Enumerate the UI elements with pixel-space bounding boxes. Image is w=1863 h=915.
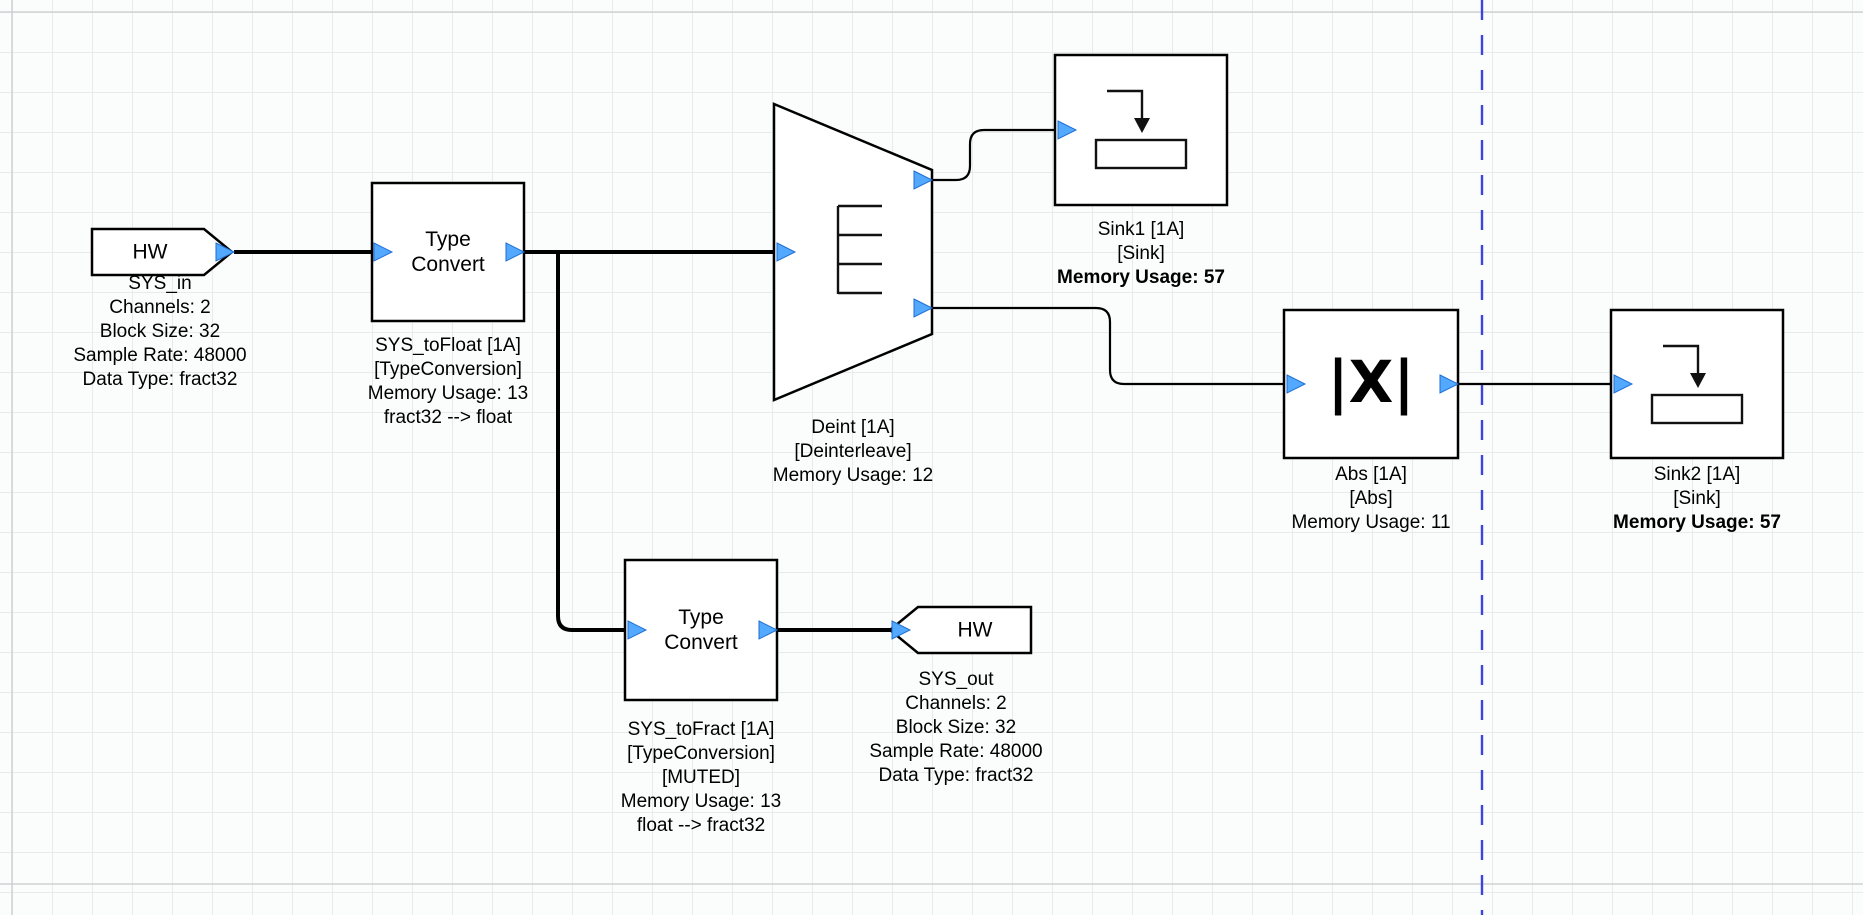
input-port[interactable]: [776, 242, 797, 262]
wire-branch-typeconvert2[interactable]: [556, 252, 628, 632]
caption-line: Data Type: fract32: [878, 765, 1034, 786]
output-port[interactable]: [758, 620, 779, 640]
input-port[interactable]: [1613, 374, 1634, 394]
typeconvert1-title: Type Convert: [411, 227, 485, 277]
caption-line: SYS_out: [918, 669, 994, 690]
caption-line: [MUTED]: [661, 767, 741, 788]
caption-line: [TypeConversion]: [627, 743, 775, 764]
typeconvert2-labels: SYS_toFract [1A] [TypeConversion] [MUTED…: [621, 718, 782, 838]
caption-line: Memory Usage: 13: [620, 791, 782, 812]
hw-input-title: HW: [132, 240, 168, 264]
deint-labels: Deint [1A] [Deinterleave] Memory Usage: …: [773, 416, 934, 488]
typeconvert1-block[interactable]: [370, 181, 526, 323]
memory-usage-line: Memory Usage: 57: [1613, 512, 1781, 533]
hw-input-block[interactable]: [90, 227, 234, 277]
typeconvert1-labels: SYS_toFloat [1A] [TypeConversion] Memory…: [368, 334, 529, 430]
deinterleave-block[interactable]: [772, 102, 934, 402]
caption-line: Block Size: 32: [99, 321, 221, 342]
sysout-labels: SYS_out Channels: 2 Block Size: 32 Sampl…: [869, 668, 1042, 788]
caption-line: [Sink]: [1117, 243, 1165, 264]
caption-line: Block Size: 32: [895, 717, 1017, 738]
hw-output-block[interactable]: [888, 605, 1033, 655]
caption-line: Memory Usage: 11: [1291, 512, 1451, 533]
caption-line: Deint [1A]: [811, 417, 895, 438]
caption-line: Channels: 2: [109, 297, 211, 318]
input-port[interactable]: [1057, 120, 1078, 140]
typeconvert2-title: Type Convert: [664, 605, 738, 655]
caption-line: Sample Rate: 48000: [73, 345, 247, 366]
caption-line: Abs [1A]: [1335, 464, 1407, 485]
output-port[interactable]: [1439, 374, 1460, 394]
caption-line: SYS_toFract [1A]: [627, 719, 775, 740]
sysin-labels: SYS_in Channels: 2 Block Size: 32 Sample…: [73, 272, 246, 392]
caption-line: Sink2 [1A]: [1653, 464, 1741, 485]
input-port[interactable]: [627, 620, 648, 640]
wire-deint-abs[interactable]: [932, 306, 1287, 386]
sink-icon: [1094, 89, 1188, 170]
caption-line: Sample Rate: 48000: [869, 741, 1043, 762]
title-line: Type: [678, 606, 724, 629]
caption-line: float --> fract32: [636, 815, 766, 836]
sink-icon: [1650, 344, 1744, 425]
title-line: Type: [425, 228, 471, 251]
output-port[interactable]: [913, 298, 934, 318]
sink2-labels: Sink2 [1A] [Sink] Memory Usage: 57: [1613, 463, 1781, 535]
abs-labels: Abs [1A] [Abs] Memory Usage: 11: [1291, 463, 1450, 535]
caption-line: [Deinterleave]: [794, 441, 912, 462]
typeconvert2-block[interactable]: [623, 558, 779, 702]
caption-line: [Sink]: [1673, 488, 1721, 509]
caption-line: Memory Usage: 12: [772, 465, 934, 486]
caption-line: SYS_toFloat [1A]: [375, 335, 521, 356]
title-line: Convert: [664, 631, 738, 654]
caption-line: Channels: 2: [905, 693, 1007, 714]
caption-line: [TypeConversion]: [374, 359, 522, 380]
caption-line: Sink1 [1A]: [1097, 219, 1185, 240]
memory-usage-line: Memory Usage: 57: [1057, 267, 1225, 288]
abs-glyph: |X|: [1327, 348, 1415, 416]
abs-block[interactable]: [1282, 308, 1460, 460]
output-port[interactable]: [913, 170, 934, 190]
caption-line: SYS_in: [128, 273, 192, 294]
wire-deint-sink1[interactable]: [932, 128, 1058, 182]
deinterleave-icon: [836, 204, 882, 295]
input-port[interactable]: [891, 620, 912, 640]
hw-output-title: HW: [957, 618, 993, 642]
input-port[interactable]: [1286, 374, 1307, 394]
caption-line: Memory Usage: 13: [367, 383, 529, 404]
output-port[interactable]: [505, 242, 526, 262]
caption-line: Data Type: fract32: [82, 369, 238, 390]
sink1-labels: Sink1 [1A] [Sink] Memory Usage: 57: [1057, 218, 1225, 290]
title-line: Convert: [411, 253, 485, 276]
caption-line: [Abs]: [1349, 488, 1393, 509]
output-port[interactable]: [215, 242, 236, 262]
caption-line: fract32 --> float: [383, 407, 513, 428]
input-port[interactable]: [373, 242, 394, 262]
